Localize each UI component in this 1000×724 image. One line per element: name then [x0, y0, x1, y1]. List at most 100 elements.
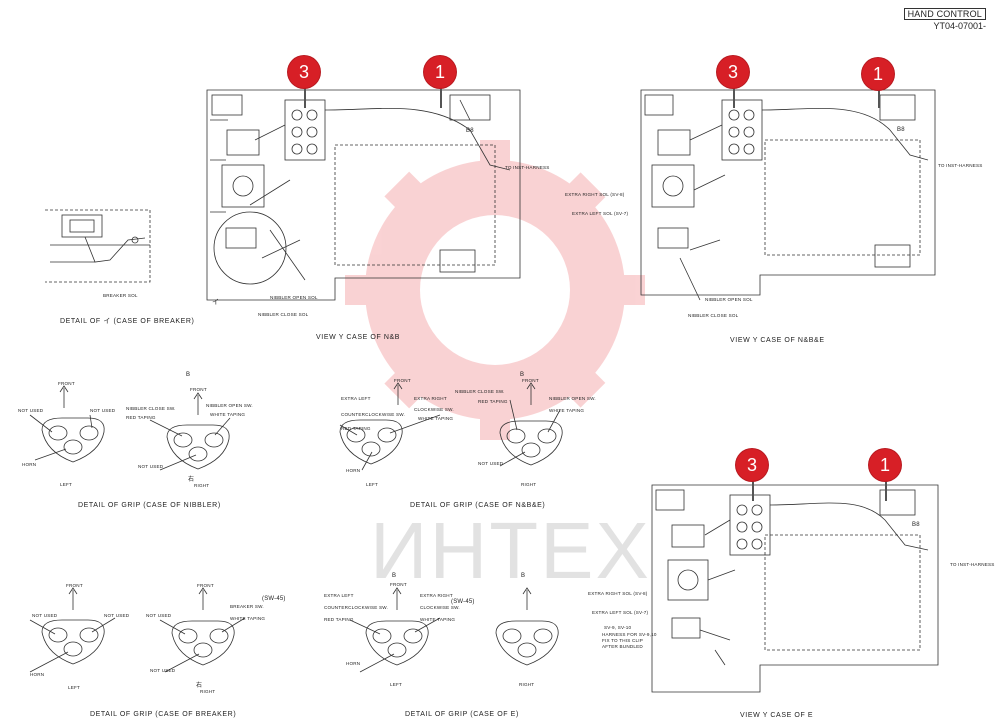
label-b-mark: B: [392, 573, 397, 579]
label-white-taping: WHITE TAPING: [420, 617, 456, 622]
label-red-taping: RED TAPING: [126, 415, 156, 420]
label-b-mark: B: [186, 372, 191, 378]
badge-stem: [878, 90, 880, 108]
label-sw45: (SW-45): [262, 596, 286, 602]
label-not-used: NOT USED: [90, 408, 116, 413]
caption-view-e: VIEW Y CASE OF E: [740, 712, 814, 719]
label-horn: HORN: [22, 462, 37, 467]
label-b-mark: B: [520, 372, 525, 378]
label-extra-left-sol: EXTRA LEFT SOL (SV-7): [592, 610, 649, 615]
badge-stem: [752, 481, 754, 501]
label-sv-note: AFTER BUNDLED: [602, 644, 643, 649]
label-not-used: NOT USED: [138, 464, 164, 469]
label-extra-right: EXTRA RIGHT: [420, 593, 453, 598]
label-extra-left: EXTRA LEFT: [324, 593, 354, 598]
label-b8: B8: [912, 522, 920, 528]
label-b8: B8: [466, 128, 474, 134]
label-nibbler-close-sol: NIBBLER CLOSE SOL: [258, 312, 309, 317]
caption-view-nbe: VIEW Y CASE OF N&B&E: [730, 337, 825, 344]
panel-view-nbe: [640, 89, 936, 301]
label-b8: B8: [897, 127, 905, 133]
badge-stem: [304, 88, 306, 108]
label-nibbler-open-sw: NIBBLER OPEN SW.: [206, 403, 253, 408]
label-white-taping: WHITE TAPING: [210, 412, 246, 417]
caption-grip-breaker: DETAIL OF GRIP (CASE OF BREAKER): [90, 711, 237, 718]
label-not-used: NOT USED: [146, 613, 172, 618]
label-white-taping: WHITE TAPING: [418, 416, 454, 421]
label-white-taping: WHITE TAPING: [549, 408, 585, 413]
label-front: FRONT: [190, 387, 207, 392]
label-nibbler-open-sol: NIBBLER OPEN SOL: [705, 297, 753, 302]
caption-detail-breaker: DETAIL OF イ (CASE OF BREAKER): [60, 318, 195, 325]
label-red-taping: RED TAPING: [341, 426, 371, 431]
label-right-mark: 右: [188, 477, 195, 483]
label-nibbler-open-sw: NIBBLER OPEN SW.: [549, 396, 596, 401]
label-right: RIGHT: [200, 689, 216, 694]
label-horn: HORN: [346, 661, 361, 666]
label-extra-right-sol: EXTRA RIGHT SOL (SV-8): [588, 591, 648, 596]
label-counterclockwise-sw: COUNTERCLOCKWISE SW.: [324, 605, 388, 610]
label-extra-left: EXTRA LEFT: [341, 396, 371, 401]
label-extra-right: EXTRA RIGHT: [414, 396, 447, 401]
label-nibbler-close-sw: NIBBLER CLOSE SW.: [126, 406, 176, 411]
panel-view-e: [651, 484, 939, 693]
label-not-used: NOT USED: [478, 461, 504, 466]
ref-badge-1: 1: [424, 56, 456, 88]
label-left: LEFT: [390, 682, 403, 687]
ref-badge-3: 3: [288, 56, 320, 88]
label-nibbler-close-sol: NIBBLER CLOSE SOL: [688, 313, 739, 318]
label-red-taping: RED TAPING: [324, 617, 354, 622]
grip-shapes: [29, 382, 563, 673]
caption-grip-nibbler: DETAIL OF GRIP (CASE OF NIBBLER): [78, 502, 221, 509]
label-front: FRONT: [66, 583, 83, 588]
label-front: FRONT: [522, 378, 539, 383]
label-left: LEFT: [60, 482, 73, 487]
label-not-used: NOT USED: [150, 668, 176, 673]
label-right: RIGHT: [521, 482, 537, 487]
label-sv-note: SV-9, SV-10: [604, 625, 632, 630]
label-left: LEFT: [366, 482, 379, 487]
label-not-used: NOT USED: [104, 613, 130, 618]
badge-stem: [440, 88, 442, 108]
label-b-mark: B: [521, 573, 526, 579]
label-clockwise-sw: CLOCKWISE SW.: [414, 407, 454, 412]
badge-stem: [733, 88, 735, 108]
label-counterclockwise-sw: COUNTERCLOCKWISE SW.: [341, 412, 405, 417]
label-right: RIGHT: [194, 483, 210, 488]
caption-view-nb: VIEW Y CASE OF N&B: [316, 334, 401, 341]
badge-stem: [885, 481, 887, 501]
label-front: FRONT: [390, 582, 407, 587]
label-breaker-sol: BREAKER SOL: [103, 293, 138, 298]
label-to-inst-harness: TO INST-HARNESS: [950, 562, 995, 567]
label-front: FRONT: [58, 381, 75, 386]
label-front: FRONT: [197, 583, 214, 588]
label-sv-note: FIX TO THIS CLIP: [602, 638, 643, 643]
label-right: RIGHT: [519, 682, 535, 687]
watermark-gear: [345, 140, 645, 440]
ref-badge-3: 3: [717, 56, 749, 88]
label-sv-note: HARNESS FOR SV-9,10: [602, 632, 657, 637]
label-sw45: (SW-45): [451, 599, 475, 605]
ref-badge-1: 1: [869, 449, 901, 481]
label-horn: HORN: [30, 672, 45, 677]
label-nibbler-open-sol: NIBBLER OPEN SOL: [270, 295, 318, 300]
ref-badge-1: 1: [862, 58, 894, 90]
panel-view-nb: [206, 89, 521, 301]
caption-grip-e: DETAIL OF GRIP (CASE OF E): [405, 711, 519, 718]
label-to-inst-harness: TO INST-HARNESS: [505, 165, 550, 170]
drawing-code: YT04-07001-: [933, 21, 986, 31]
label-clockwise-sw: CLOCKWISE SW.: [420, 605, 460, 610]
label-to-inst-harness: TO INST-HARNESS: [938, 163, 983, 168]
label-extra-left-sol: EXTRA LEFT SOL (SV-7): [572, 211, 629, 216]
label-left: LEFT: [68, 685, 81, 690]
label-not-used: NOT USED: [18, 408, 44, 413]
label-not-used: NOT USED: [32, 613, 58, 618]
label-i-mark: イ: [212, 299, 220, 306]
label-white-taping: WHITE TAPING: [230, 616, 266, 621]
detail-breaker-panel: [45, 209, 151, 283]
label-red-taping: RED TAPING: [478, 399, 508, 404]
watermark-text: ИНТЕХ: [370, 506, 651, 595]
label-nibbler-close-sw: NIBBLER CLOSE SW.: [455, 389, 505, 394]
label-right-mark: 右: [196, 683, 203, 689]
